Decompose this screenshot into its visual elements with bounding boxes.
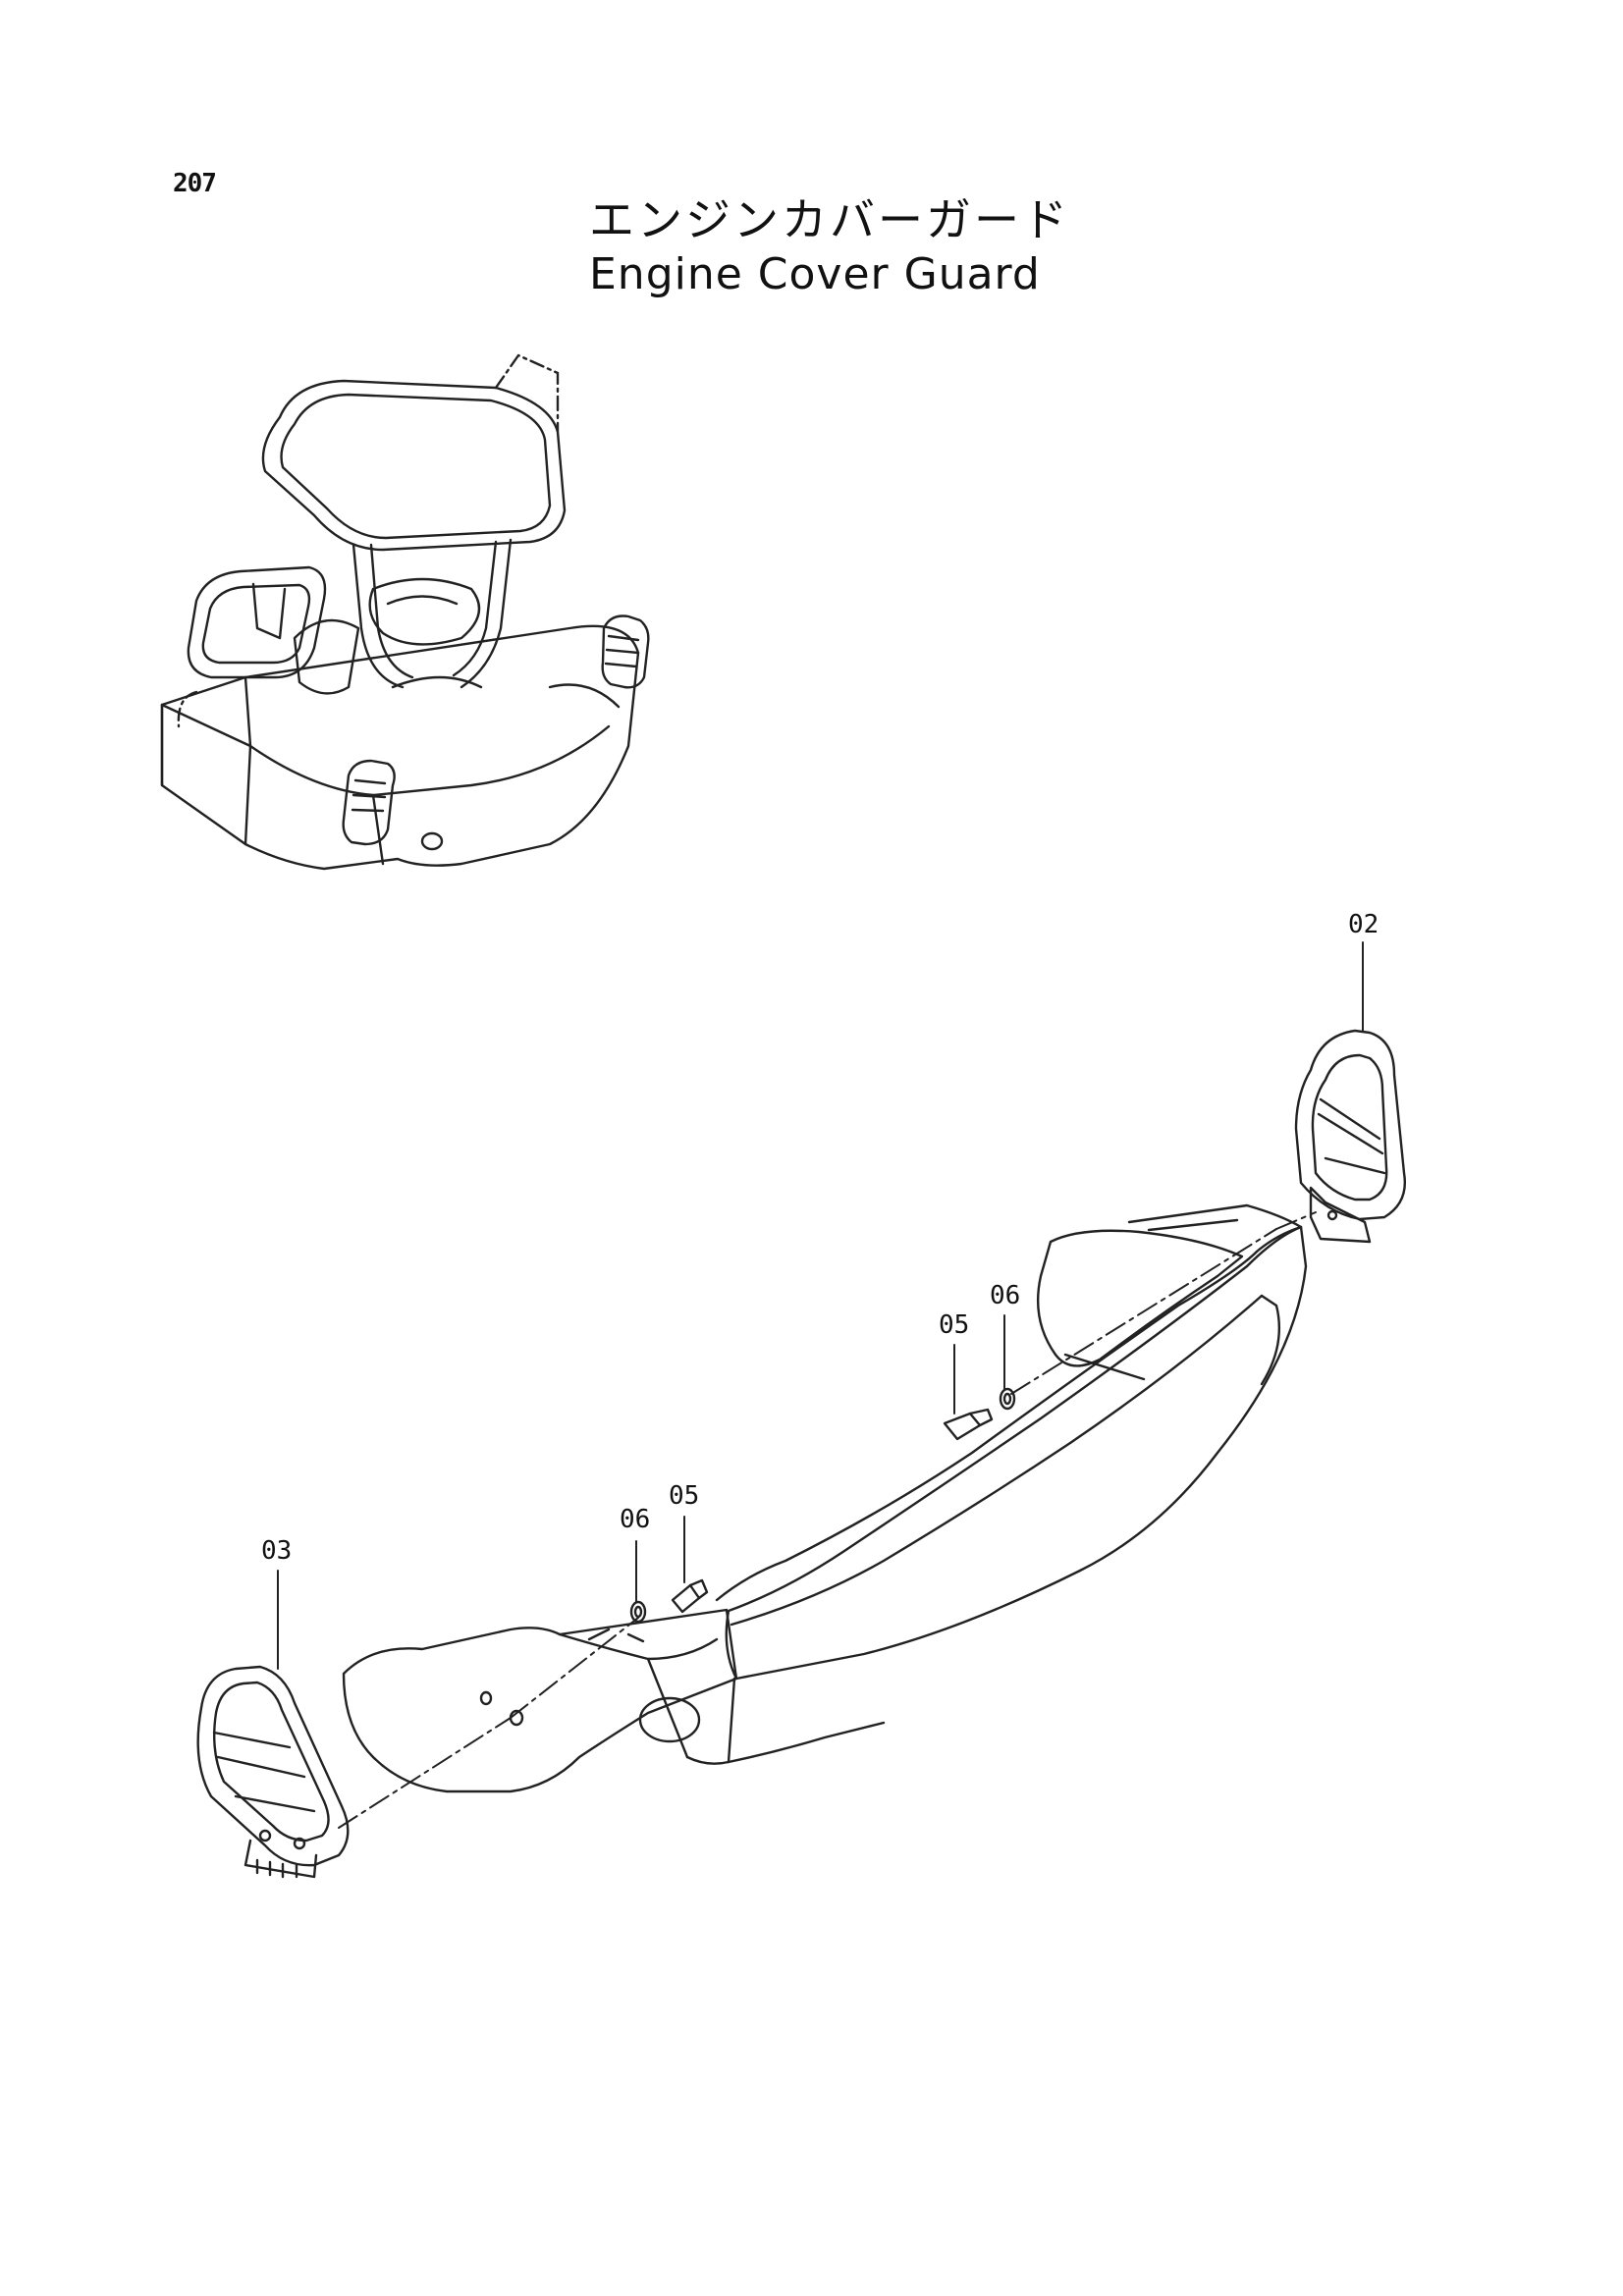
callout-02: 02	[1348, 910, 1379, 939]
callout-06-upper: 06	[990, 1281, 1020, 1310]
callout-06-lower: 06	[620, 1505, 650, 1534]
bolt-05-upper	[943, 1408, 994, 1441]
bolt-05-lower	[671, 1578, 709, 1614]
handle-part-03	[196, 1665, 350, 1879]
page-title-english: Engine Cover Guard	[589, 249, 1041, 299]
handle-part-02	[1294, 1029, 1406, 1244]
callout-05-lower: 05	[669, 1481, 699, 1511]
engine-cover-guard-assembly	[342, 1203, 1308, 1793]
callout-03: 03	[261, 1536, 292, 1566]
washer-06-upper	[999, 1387, 1016, 1411]
leader-lines	[277, 941, 1364, 1670]
page-title-japanese: エンジンカバーガード	[589, 193, 1070, 246]
machine-overview-illustration	[160, 353, 650, 871]
callout-05-upper: 05	[939, 1310, 969, 1340]
page-number: 207	[173, 169, 217, 198]
assembly-lines	[338, 1211, 1317, 1829]
